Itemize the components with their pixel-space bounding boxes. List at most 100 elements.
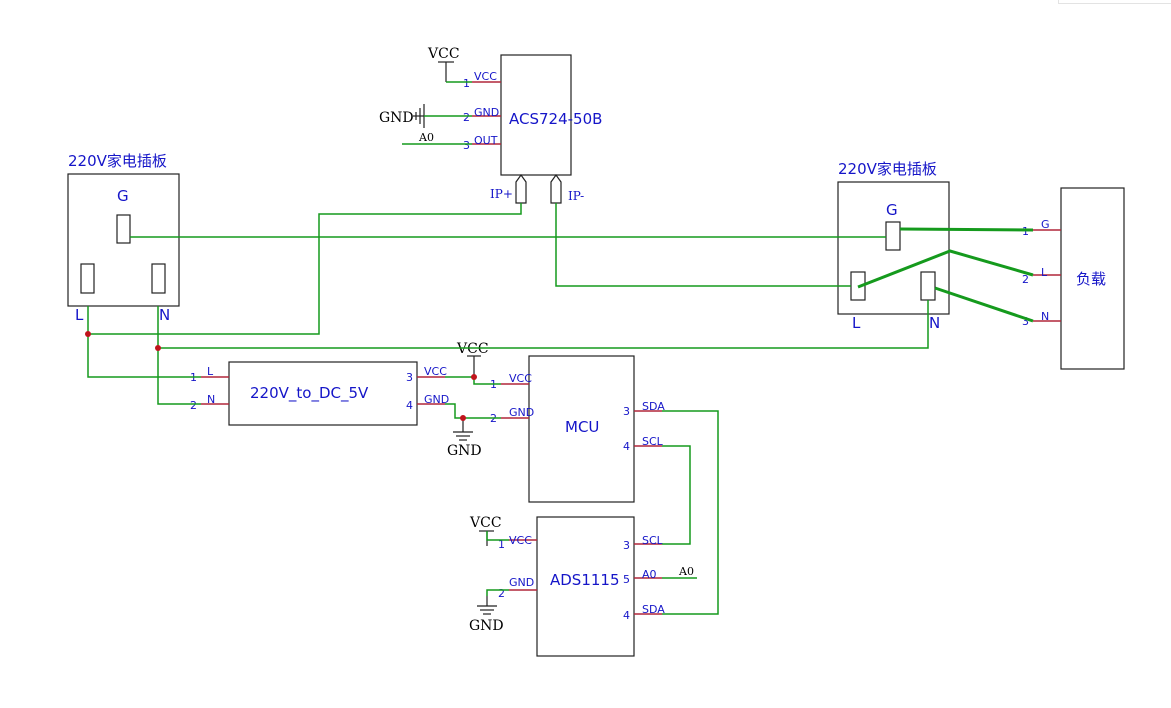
vcc-label: VCC xyxy=(469,515,502,531)
ads1115-name: ADS1115 xyxy=(550,571,620,589)
junction-dot xyxy=(85,331,91,337)
wire-scl[interactable] xyxy=(662,445,691,545)
socket-left-g-label: G xyxy=(117,187,129,205)
wire-n-to-converter[interactable] xyxy=(157,306,201,405)
wire-neutral-to-socket-n[interactable] xyxy=(158,300,929,349)
mcu-pin-3-label: SDA xyxy=(642,400,665,413)
mcu-name: MCU xyxy=(565,418,599,436)
load[interactable]: 负载 1 2 3 G L N xyxy=(1022,187,1125,370)
ads1115-pin-1-label: VCC xyxy=(509,534,532,547)
converter-pin-1-label: L xyxy=(207,365,214,378)
wire-sda[interactable] xyxy=(662,410,719,615)
socket-left[interactable]: 220V家电插板 G L N xyxy=(67,152,180,324)
acs724-ip-plus-terminal[interactable] xyxy=(515,173,527,204)
load-body[interactable] xyxy=(1060,187,1125,370)
ads1115-pin-2-num: 2 xyxy=(498,587,505,600)
gnd-label: GND xyxy=(379,110,414,126)
ads1115-pin-4-num: 4 xyxy=(623,609,630,622)
vcc-symbol-adc: VCC xyxy=(469,515,502,546)
mcu[interactable]: MCU 1 2 3 4 VCC GND SDA SCL xyxy=(490,355,665,503)
acs724-ip-minus-terminal[interactable] xyxy=(550,173,562,204)
ads1115-pin-4-label: SDA xyxy=(642,603,665,616)
wire-l-to-converter[interactable] xyxy=(87,306,201,378)
ads1115-pin-2-label: GND xyxy=(509,576,534,589)
mcu-body[interactable] xyxy=(528,355,635,503)
socket-left-title: 220V家电插板 xyxy=(68,152,167,170)
vcc-symbol-sensor: VCC xyxy=(427,46,460,82)
load-pin-2-label: L xyxy=(1041,266,1048,279)
mcu-pin-3-num: 3 xyxy=(623,405,630,418)
acs724-pin-1-num: 1 xyxy=(463,77,470,90)
converter-body[interactable] xyxy=(228,361,418,426)
window-frame-edge xyxy=(1058,0,1171,4)
gnd-symbol-sensor: GND xyxy=(379,104,425,128)
net-label-a0-adc: A0 xyxy=(678,565,694,578)
acs724-pin-2-num: 2 xyxy=(463,111,470,124)
gnd-label: GND xyxy=(469,618,504,634)
converter-pin-2-label: N xyxy=(207,393,215,406)
converter-220v-5v[interactable]: 220V_to_DC_5V 1 2 3 4 L N VCC GND xyxy=(190,361,449,426)
junction-dot xyxy=(155,345,161,351)
converter-pin-2-num: 2 xyxy=(190,399,197,412)
acs724-ip-plus-label: IP+ xyxy=(490,187,513,201)
ads1115-pin-3-num: 3 xyxy=(623,539,630,552)
load-name: 负载 xyxy=(1076,270,1106,288)
acs724-name: ACS724-50B xyxy=(509,110,602,128)
socket-right[interactable]: 220V家电插板 G L N xyxy=(837,160,950,332)
converter-pin-3-num: 3 xyxy=(406,371,413,384)
junction-dot xyxy=(460,415,466,421)
converter-name: 220V_to_DC_5V xyxy=(250,384,369,403)
socket-right-n-label: N xyxy=(929,314,940,332)
ads1115-pin-1-num: 1 xyxy=(498,538,505,551)
acs724-sensor[interactable]: ACS724-50B 1 2 3 VCC GND OUT IP+ IP- xyxy=(463,54,602,204)
socket-right-title: 220V家电插板 xyxy=(838,160,937,178)
converter-pin-4-label: GND xyxy=(424,393,449,406)
wire-load-l[interactable] xyxy=(857,249,1034,289)
load-pin-2-num: 2 xyxy=(1022,273,1029,286)
ads1115-pin-5-num: 5 xyxy=(623,573,630,586)
ads1115-pin-3-label: SCL xyxy=(642,534,664,547)
acs724-pin-2-label: GND xyxy=(474,106,499,119)
vcc-label: VCC xyxy=(456,341,489,357)
wire-gnd-converter-mcu[interactable] xyxy=(445,403,501,419)
wire-load-g[interactable] xyxy=(899,227,1034,232)
wire-line-to-ip-plus[interactable] xyxy=(88,203,522,335)
socket-right-g-label: G xyxy=(886,201,898,219)
socket-right-l-label: L xyxy=(852,314,861,332)
socket-right-g-slot xyxy=(885,221,901,251)
ads1115[interactable]: ADS1115 1 2 3 5 4 VCC GND SCL A0 SDA xyxy=(498,516,665,657)
gnd-symbol-adc: GND xyxy=(469,596,504,634)
ads1115-body[interactable] xyxy=(536,516,635,657)
wire-adc-vcc[interactable] xyxy=(486,531,509,541)
mcu-pin-2-label: GND xyxy=(509,406,534,419)
acs724-pin-3-label: OUT xyxy=(474,134,498,147)
vcc-symbol-converter: VCC xyxy=(456,341,489,377)
acs724-pin-1-label: VCC xyxy=(474,70,497,83)
wire-adc-gnd[interactable] xyxy=(486,589,509,596)
gnd-symbol-converter: GND xyxy=(447,418,482,459)
wire-vcc-converter-mcu[interactable] xyxy=(445,376,501,385)
converter-pin-3-label: VCC xyxy=(424,365,447,378)
wire-ip-minus-to-socket-l[interactable] xyxy=(555,203,851,287)
socket-left-l-slot xyxy=(80,263,95,294)
ads1115-pin-5-label: A0 xyxy=(642,568,657,581)
junction-dot xyxy=(471,374,477,380)
mcu-pin-4-label: SCL xyxy=(642,435,664,448)
load-pin-3-label: N xyxy=(1041,310,1049,323)
wire-load-n[interactable] xyxy=(934,286,1034,323)
load-pin-3-num: 3 xyxy=(1022,315,1029,328)
socket-left-l-label: L xyxy=(75,306,84,324)
mcu-pin-4-num: 4 xyxy=(623,440,630,453)
socket-left-g-slot xyxy=(116,214,131,244)
load-pin-1-num: 1 xyxy=(1022,225,1029,238)
acs724-body[interactable] xyxy=(500,54,572,176)
socket-left-n-label: N xyxy=(159,306,170,324)
net-label-a0-sensor: A0 xyxy=(418,131,434,144)
socket-right-n-slot xyxy=(920,271,936,301)
gnd-label: GND xyxy=(447,443,482,459)
vcc-label: VCC xyxy=(427,46,460,62)
acs724-ip-minus-label: IP- xyxy=(568,189,584,203)
mcu-pin-1-label: VCC xyxy=(509,372,532,385)
load-pin-1-label: G xyxy=(1041,218,1050,231)
